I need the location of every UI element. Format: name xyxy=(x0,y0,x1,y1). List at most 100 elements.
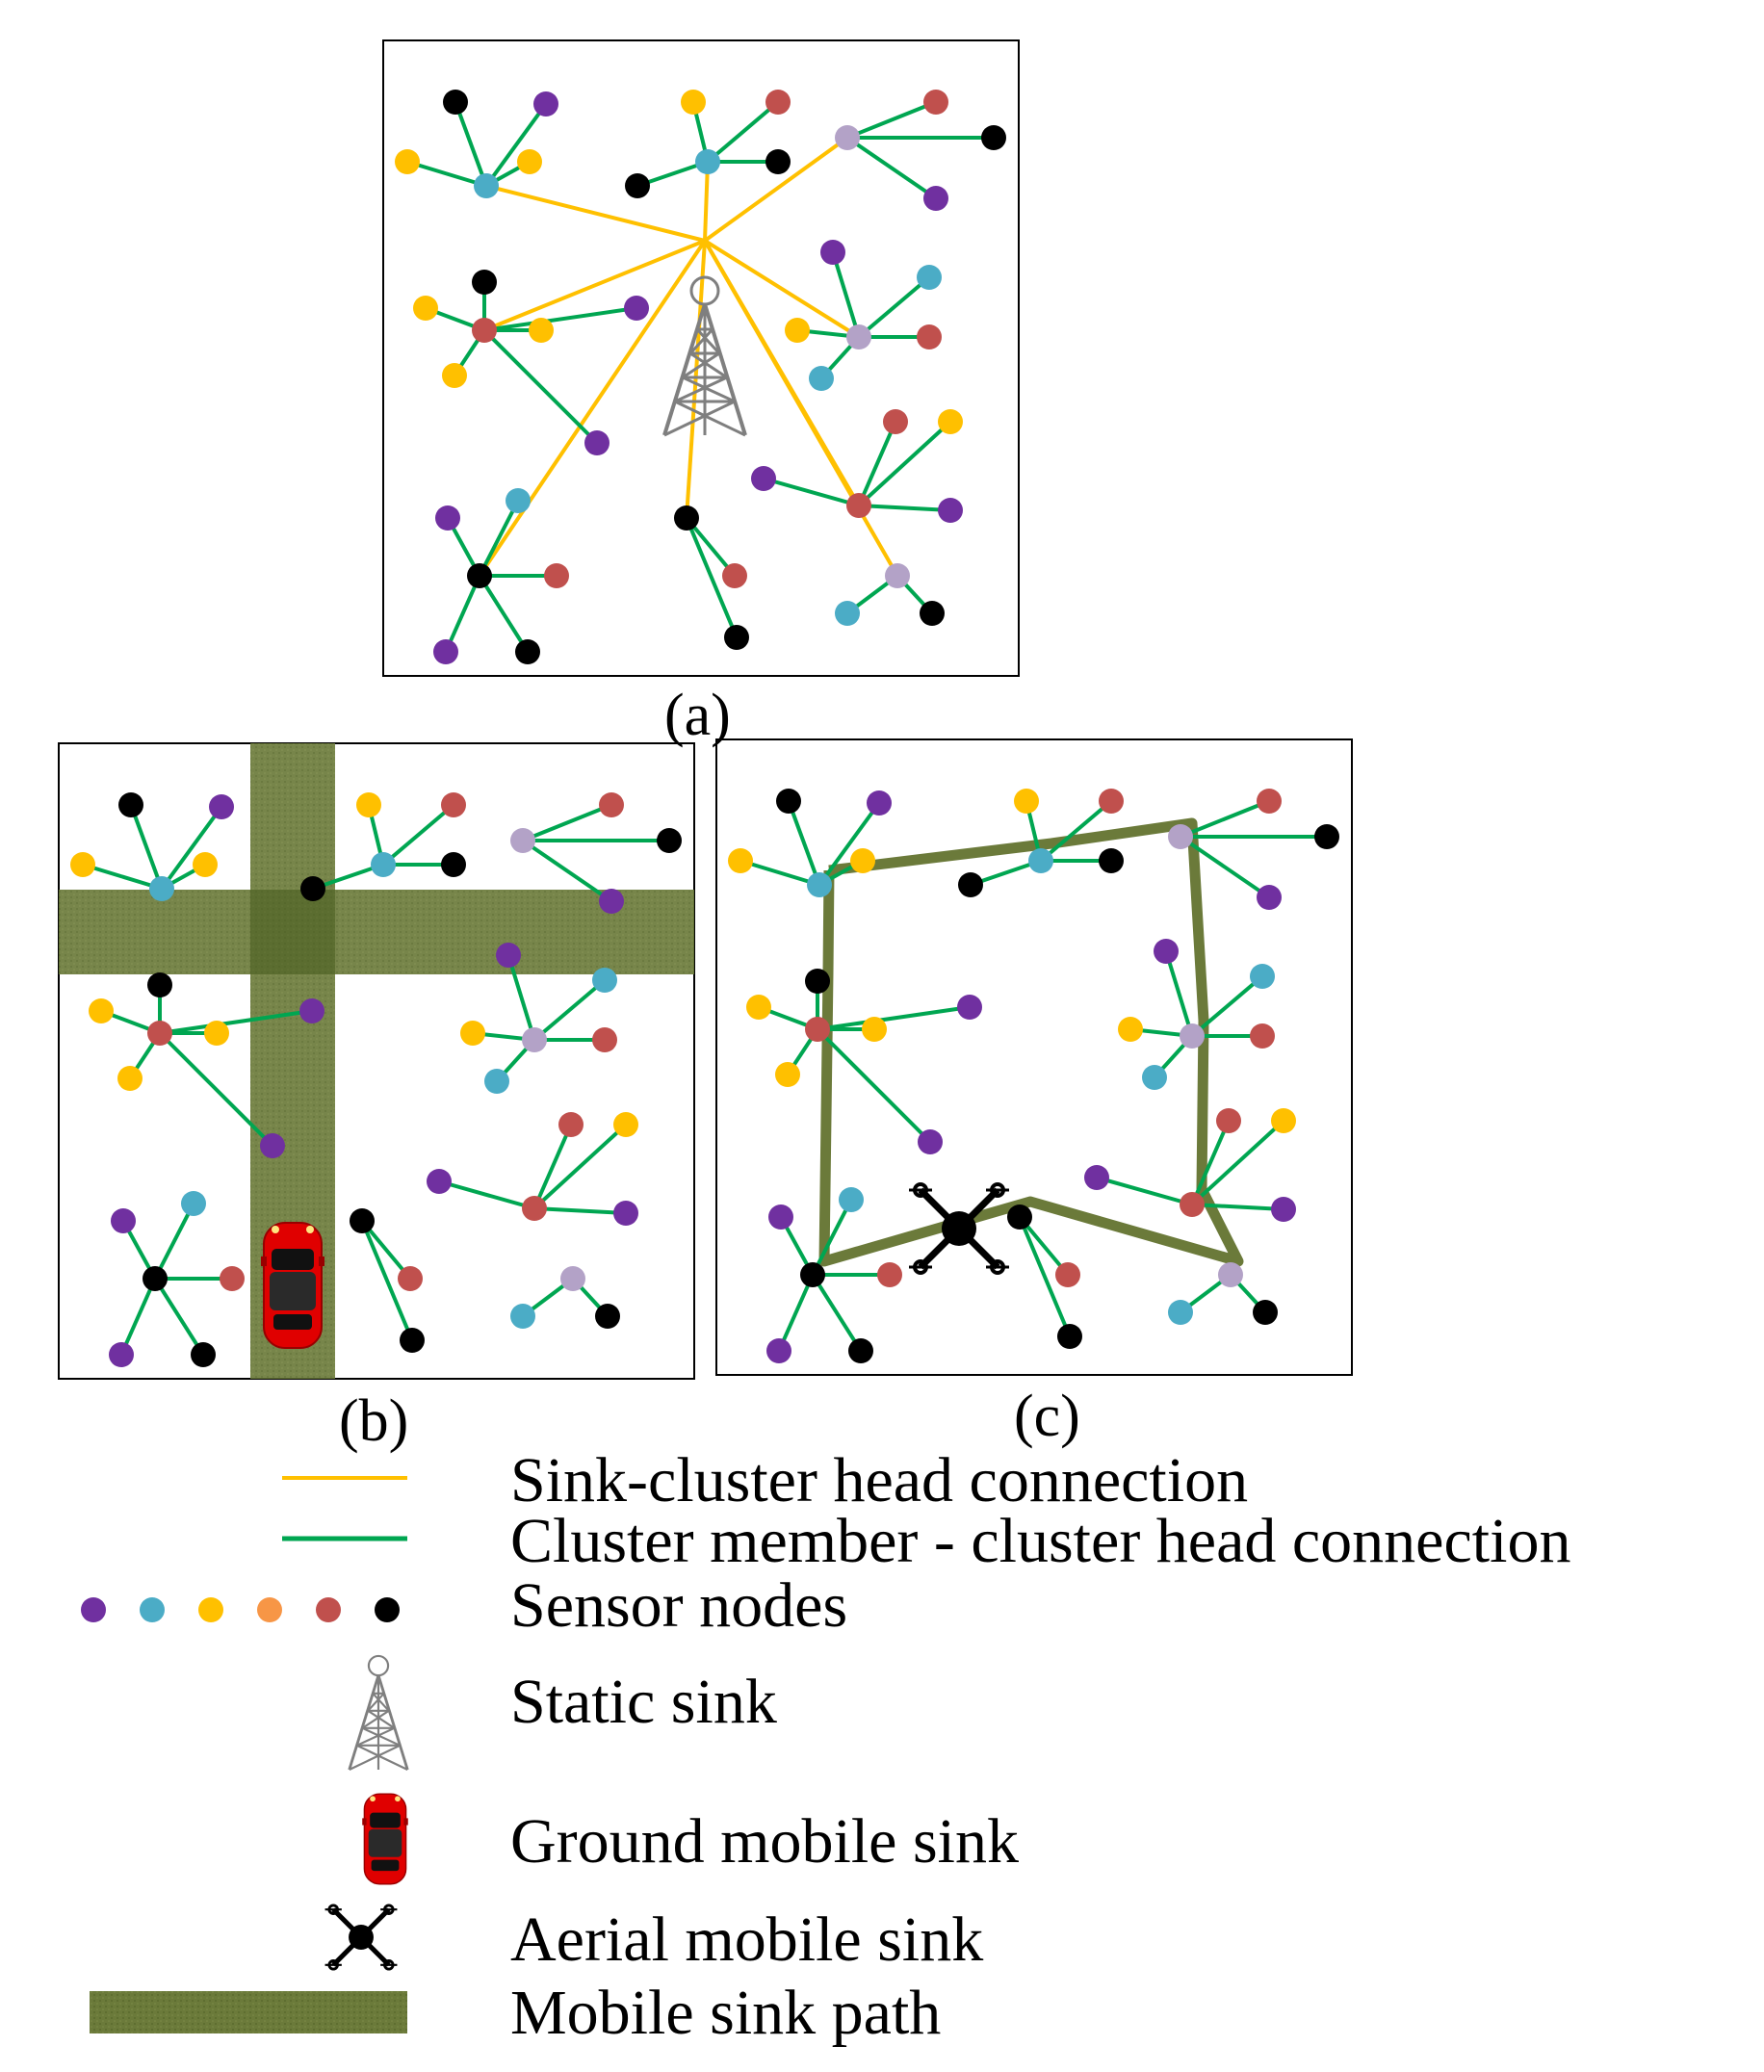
member-head-link xyxy=(685,516,737,578)
member-head-link xyxy=(845,136,938,200)
legend-yellow-dot xyxy=(198,1597,223,1622)
panel-b-member-head-link xyxy=(381,803,455,867)
panel-b-sensor-node xyxy=(595,1304,620,1329)
cluster-head-node xyxy=(472,318,497,343)
panel-b-member-head-link xyxy=(153,1203,195,1280)
sensor-node xyxy=(785,318,810,343)
panel-c-sensor-node xyxy=(1099,789,1124,814)
panel-b-sensor-node xyxy=(441,852,466,877)
sensor-node xyxy=(917,265,942,290)
sensor-node xyxy=(923,186,948,211)
panel-c-member-head-link xyxy=(1190,974,1264,1038)
panel-c-sensor-node xyxy=(848,1338,873,1363)
member-head-link xyxy=(846,100,937,140)
legend-red-dot xyxy=(316,1597,341,1622)
panel-b-sensor-node xyxy=(592,1027,617,1052)
panel-b-frame xyxy=(58,742,695,1380)
sensor-node xyxy=(917,324,942,350)
panel-c-member-head-link xyxy=(777,1274,815,1352)
panel-c-sensor-node xyxy=(1055,1262,1080,1287)
panel-a-frame xyxy=(382,39,1020,677)
panel-c-member-head-link xyxy=(1018,1216,1072,1337)
sink-cluster-head-link xyxy=(478,239,707,578)
panel-b-sensor-node xyxy=(117,1066,143,1091)
panel-c-sensor-node xyxy=(775,1062,800,1087)
panel-c-member-head-link xyxy=(1164,950,1194,1037)
panel-c-member-head-link xyxy=(811,1199,853,1276)
panel-b-sensor-node xyxy=(70,852,95,877)
cluster-head-node xyxy=(674,505,699,531)
sensor-node xyxy=(515,639,540,664)
panel-c-sensor-node xyxy=(776,789,801,814)
panel-c-member-head-link xyxy=(811,1273,863,1353)
panel-b-sensor-node xyxy=(592,968,617,993)
panel-b-sensor-node xyxy=(613,1201,638,1226)
sensor-node xyxy=(435,505,460,531)
legend-label-mobile-sink-path: Mobile sink path xyxy=(510,1978,942,2048)
panel-b-horizontal-road xyxy=(59,890,694,974)
panel-c-member-head-link xyxy=(1039,799,1113,863)
panel-b-member-head-link xyxy=(360,1219,412,1281)
cluster-head-node xyxy=(474,173,499,198)
sensor-node xyxy=(681,90,706,115)
cluster-head-node xyxy=(835,125,860,150)
panel-b-sensor-node xyxy=(496,943,521,968)
panel-c-sensor-node xyxy=(862,1017,887,1042)
sensor-node xyxy=(765,90,791,115)
panel-c-sensor-node xyxy=(1168,1300,1193,1325)
panel-b-cluster-head-node xyxy=(522,1027,547,1052)
panel-b-sensor-node xyxy=(89,998,114,1023)
panel-b-member-head-link xyxy=(521,839,613,903)
sink-cluster-head-link xyxy=(703,240,899,577)
ground-mobile-sink-car-icon xyxy=(260,1222,325,1349)
panel-b-member-head-link xyxy=(438,1179,535,1210)
panel-c-sensor-node xyxy=(746,995,771,1020)
legend-label-sink-cluster-head: Sink-cluster head connection xyxy=(510,1445,1249,1515)
panel-b-cluster-head-node xyxy=(510,828,535,853)
panel-c-sensor-node xyxy=(1257,885,1282,910)
panel-b-road-intersection xyxy=(250,890,335,974)
sensor-node xyxy=(938,409,963,434)
panel-b-member-head-link xyxy=(532,1123,628,1210)
cluster-head-node xyxy=(467,563,492,588)
panel-c-member-head-link xyxy=(1190,1120,1231,1205)
panel-c-member-head-link xyxy=(816,1027,932,1144)
panel-c-sensor-node xyxy=(1253,1300,1278,1325)
panel-c-member-head-link xyxy=(1180,799,1270,839)
panel-b-cluster-head-node xyxy=(350,1208,375,1233)
panel-c-member-head-link xyxy=(1096,1176,1193,1206)
sensor-node xyxy=(938,498,963,523)
panel-b-sensor-node xyxy=(209,794,234,819)
panel-c-sensor-node xyxy=(728,848,753,873)
member-head-link xyxy=(858,504,951,512)
panel-b-cluster-head-node xyxy=(147,1021,172,1046)
panel-c-sensor-node xyxy=(1314,824,1339,849)
sensor-node xyxy=(584,430,610,455)
panel-c-member-head-link xyxy=(1018,1215,1070,1277)
panel-b-sensor-node xyxy=(147,972,172,997)
sensor-node xyxy=(923,90,948,115)
sensor-node xyxy=(883,409,908,434)
cluster-head-node xyxy=(846,324,871,350)
panel-b-sensor-node xyxy=(220,1266,245,1291)
member-head-link xyxy=(478,574,530,654)
member-head-link xyxy=(831,251,861,338)
panel-b-cluster-head-node xyxy=(149,876,174,901)
panel-b-member-head-link xyxy=(533,1206,627,1215)
sensor-node xyxy=(506,488,531,513)
panel-c-sensor-node xyxy=(867,790,892,816)
panel-c-sensor-node xyxy=(1250,1023,1275,1049)
panel-c-cluster-head-node xyxy=(1028,848,1053,873)
legend-label-static-sink: Static sink xyxy=(510,1667,777,1737)
panel-c-cluster-head-node xyxy=(800,1262,825,1287)
panel-c-sensor-node xyxy=(918,1129,943,1154)
panel-c-sensor-node xyxy=(1271,1108,1296,1133)
panel-c-sensor-node xyxy=(1142,1065,1167,1090)
panel-b-sensor-node xyxy=(599,792,624,817)
panel-b-cluster-head-node xyxy=(560,1266,585,1291)
legend-black-dot xyxy=(375,1597,400,1622)
panel-c-sensor-node xyxy=(1057,1324,1082,1349)
panel-b-sensor-node xyxy=(558,1112,584,1137)
panel-c-cluster-head-node xyxy=(1180,1023,1205,1049)
panel-c-sensor-node xyxy=(958,872,983,897)
